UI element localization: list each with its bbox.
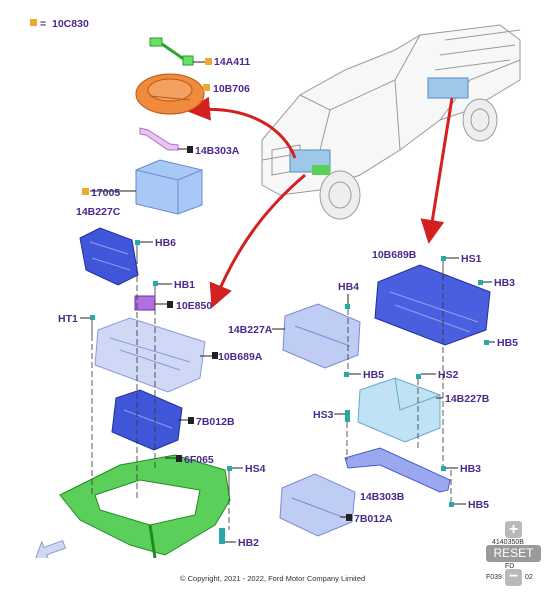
reset-button[interactable]: RESET [486, 545, 541, 562]
figure-code-mid: FD [505, 563, 515, 570]
zoom-in-button[interactable]: + [505, 521, 522, 538]
label-14B303A: 14B303A [195, 145, 240, 157]
hardware-HB3-lower [441, 466, 446, 471]
label-10B706: 10B706 [213, 83, 250, 95]
label-HB6: HB6 [155, 237, 176, 249]
hardware-HB3-upper [478, 280, 483, 285]
figure-code-left: F039 [486, 574, 502, 581]
hardware-HT1 [90, 315, 95, 335]
arrow-to-top-stack [186, 96, 297, 159]
part-7B012B [111, 389, 183, 451]
alignment-lines-right [346, 275, 452, 502]
label-HB5-mid: HB5 [363, 369, 384, 381]
label-10E850: 10E850 [176, 300, 212, 312]
label-14B303B: 14B303B [360, 491, 405, 503]
label-HB5-lower: HB5 [468, 499, 489, 511]
arrow-to-left-stack [209, 173, 306, 309]
legend-swatch [30, 19, 37, 26]
part-14B227C [79, 227, 139, 286]
label-HS4: HS4 [245, 463, 266, 475]
hardware-HB5-mid [344, 372, 349, 377]
label-HB3-lower: HB3 [460, 463, 481, 475]
part-10E850 [134, 295, 156, 311]
part-14A411 [149, 37, 194, 66]
label-14B227A: 14B227A [228, 324, 273, 336]
label-HB4: HB4 [338, 281, 359, 293]
figure-code-top: 4140350B [492, 539, 524, 546]
alignment-lines-left [91, 258, 230, 530]
marker-10B689A [212, 352, 218, 359]
part-14B303A [139, 127, 179, 151]
truck-illustration [261, 24, 521, 220]
label-14B227C: 14B227C [76, 206, 121, 218]
label-17005: 17005 [91, 187, 120, 199]
label-14B227B: 14B227B [445, 393, 490, 405]
marker-7B012A [346, 514, 352, 521]
hardware-HS1 [441, 256, 446, 275]
hardware-HB5-lower [449, 502, 454, 507]
hardware-HB2 [219, 528, 225, 544]
part-6F065 [59, 454, 231, 559]
label-HB2: HB2 [238, 537, 259, 549]
label-HS2: HS2 [438, 369, 459, 381]
legend-prefix: = [40, 18, 46, 30]
hardware-HS4 [227, 466, 232, 490]
zoom-out-button[interactable]: − [505, 569, 522, 586]
marker-10E850 [167, 301, 173, 308]
label-HS1: HS1 [461, 253, 482, 265]
hardware-HB5-upper-right [484, 340, 489, 345]
label-HB1: HB1 [174, 279, 195, 291]
part-10B706 [135, 73, 205, 115]
marker-17005 [82, 188, 89, 195]
figure-code-right: 02 [525, 574, 533, 581]
label-7B012B: 7B012B [196, 416, 235, 428]
legend-code: 10C830 [52, 18, 89, 30]
hardware-HS3 [345, 410, 350, 422]
label-HT1: HT1 [58, 313, 78, 325]
part-14B303B [344, 447, 451, 493]
truck-rear-module [427, 77, 469, 99]
part-17005 [135, 159, 203, 215]
marker-7B012B [188, 417, 194, 424]
hardware-HB4 [345, 304, 350, 309]
truck-front-frame [312, 165, 330, 175]
hardware-HS2 [416, 374, 421, 379]
label-6F065: 6F065 [184, 454, 214, 466]
marker-14A411 [205, 58, 212, 65]
hardware-HB6 [135, 240, 140, 258]
part-10B689B [374, 264, 491, 346]
marker-14B303A [187, 146, 193, 153]
back-arrow-icon[interactable] [30, 536, 67, 563]
part-14B227A [282, 303, 361, 369]
marker-10B706 [203, 84, 210, 91]
label-14A411: 14A411 [214, 56, 250, 68]
label-10B689A: 10B689A [218, 351, 263, 363]
copyright-notice: © Copyright, 2021 - 2022, Ford Motor Com… [180, 574, 366, 583]
label-HB3-upper: HB3 [494, 277, 515, 289]
label-10B689B: 10B689B [372, 249, 417, 261]
part-10B689A [94, 317, 206, 393]
arrow-to-right-stack [420, 97, 454, 244]
label-7B012A: 7B012A [354, 513, 393, 525]
part-14B227B [357, 377, 441, 443]
marker-6F065 [176, 455, 182, 462]
label-HB5-upper-right: HB5 [497, 337, 518, 349]
label-HS3: HS3 [313, 409, 334, 421]
part-7B012A [279, 473, 356, 537]
